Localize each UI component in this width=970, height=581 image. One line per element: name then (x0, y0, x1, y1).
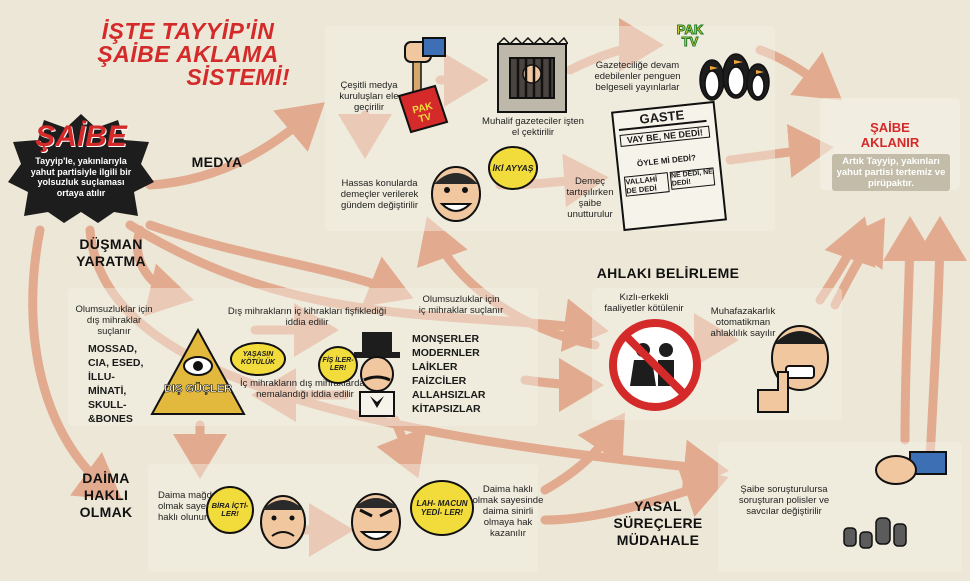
internal-intro: Olumsuzluklar için iç mihraklar suçlanır (418, 294, 504, 316)
thumbs-up-man-illustration (748, 320, 838, 414)
speaker-face-illustration (428, 162, 484, 224)
hand-sign-illustration: PAK TV (395, 34, 455, 144)
start-text: Tayyip'le, yakınlarıyla yahut partisiyle… (26, 156, 136, 198)
penguin-icon (696, 48, 772, 104)
result-heading-line-2: AKLANIR (825, 135, 955, 150)
jail-illustration (496, 34, 568, 114)
internal-enemy: KİTAPSIZLAR (412, 402, 512, 416)
yasal-step-1: Şaibe soruşturulursa soruşturan polisler… (728, 484, 840, 517)
forbidden-sign (608, 318, 702, 412)
internal-enemies-list: MONŞERLER MODERNLER LAİKLER FAİZCİLER AL… (412, 332, 512, 416)
link-top-text: Dış mihrakların iç kihrakları fişfikledi… (222, 306, 392, 328)
internal-enemy: FAİZCİLER (412, 374, 512, 388)
pyramid-label: DIŞ GÜÇLER (158, 384, 238, 395)
hand-icon (395, 34, 455, 144)
hakli-step-2: Daima haklı olmak sayesinde daima sinirl… (472, 484, 544, 539)
arrow-yasal-to-result1 (905, 225, 910, 440)
title-line-2: ŞAİBE AKLAMA (68, 43, 308, 66)
section-dusman: DÜŞMAN YARATMA (56, 236, 166, 270)
penguins-illustration (696, 48, 772, 104)
angry-face-illustration (346, 486, 406, 554)
jail-icon (496, 34, 568, 114)
eye-pyramid-icon (150, 326, 246, 418)
sad-face-icon (256, 488, 310, 552)
medya-step-2: Muhalif gazeteciler işten el çektirilir (478, 116, 588, 138)
pyramid-illustration: DIŞ GÜÇLER (150, 326, 246, 418)
start-node: ŞAİBE Tayyip'le, yakınlarıyla yahut part… (6, 112, 156, 224)
speech-bubble-fis: FİŞ İLER- LER! (318, 346, 358, 384)
speech-bubble-lahmacun: LAH- MACUN YEDİ- LER! (410, 480, 474, 536)
medya-step-5: Demeç tartışılırken şaibe unutturulur (556, 176, 624, 220)
section-ahlak: AHLAKI BELİRLEME (588, 265, 748, 282)
section-medya: MEDYA (182, 154, 252, 171)
sad-face-illustration (256, 488, 310, 552)
start-heading: ŞAİBE (6, 122, 156, 152)
title-line-3: SİSTEMİ! (68, 66, 308, 89)
external-intro: Olumsuzluklar için dış mihraklar suçlanı… (74, 304, 154, 337)
speech-bubble-bira: BİRA İÇTİ- LER! (206, 486, 254, 534)
result-heading: ŞAİBE AKLANIR (825, 120, 955, 150)
face-icon (428, 162, 484, 224)
ahlak-step-1: Kızlı-erkekli faaliyetler kötülenir (604, 292, 684, 314)
title-line-1: İŞTE TAYYİP'İN (68, 20, 308, 43)
hand-grab-icon (840, 448, 950, 558)
pak-tv-logo-text: PAK TV (668, 24, 712, 48)
medya-step-3: Gazeteciliğe devam edebilenler penguen b… (585, 60, 690, 93)
page-title: İŞTE TAYYİP'İN ŞAİBE AKLAMA SİSTEMİ! (68, 20, 308, 89)
hand-knocking-illustration (840, 448, 950, 558)
result-heading-line-1: ŞAİBE (825, 120, 955, 135)
no-couple-icon (608, 318, 702, 412)
internal-enemy: ALLAHSIZLAR (412, 388, 512, 402)
result-text: Artık Tayyip, yakınları yahut partisi te… (832, 154, 950, 191)
arrow-yasal-to-result2 (930, 225, 940, 460)
internal-enemy: MODERNLER (412, 346, 512, 360)
angry-face-icon (346, 486, 406, 554)
internal-enemy: MONŞERLER (412, 332, 512, 346)
internal-enemy: LAİKLER (412, 360, 512, 374)
thumbs-up-icon (748, 320, 838, 414)
arrow-start-to-medya (150, 108, 318, 185)
speech-bubble-yasasin: YAŞASIN KÖTÜLÜK (230, 342, 286, 376)
speech-bubble-iki-ayyas: İKİ AYYAŞ (488, 146, 538, 190)
medya-step-4: Hassas konularda demeçler verilerek günd… (332, 178, 427, 211)
section-hakli: DAİMA HAKLI OLMAK (66, 470, 146, 521)
gaste-newspaper: GASTE VAY BE, NE DEDİ! ÖYLE Mİ DEDİ? VAL… (611, 101, 727, 231)
section-yasal: YASAL SÜREÇLERE MÜDAHALE (608, 498, 708, 549)
